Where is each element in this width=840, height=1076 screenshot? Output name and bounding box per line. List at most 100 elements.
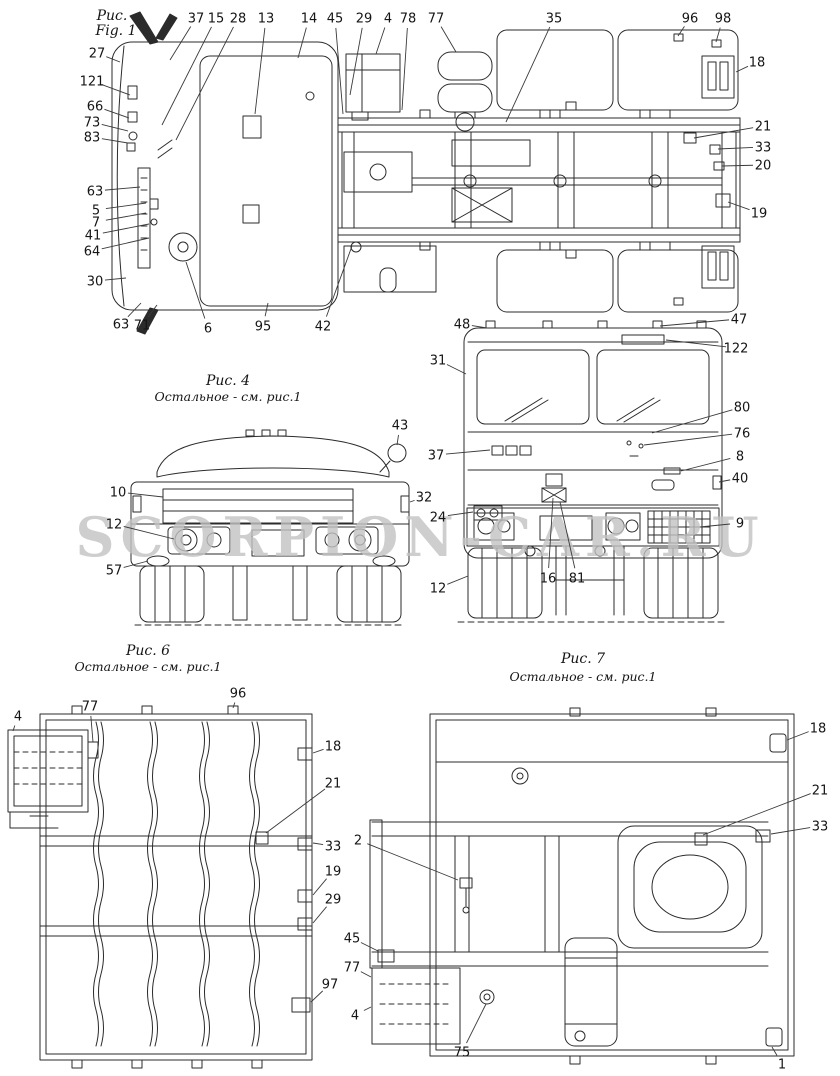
callout-leader-19-121: [101, 84, 131, 96]
emblem: [651, 479, 675, 491]
callout-34-43: 43: [392, 419, 409, 434]
callout-53-96: 96: [230, 687, 247, 702]
callout-leader-31-6: [185, 261, 206, 319]
callout-45-8: 8: [736, 450, 744, 465]
callout-leader-48-24: [447, 511, 474, 517]
callout-leader-18-27: [106, 56, 121, 63]
spare-wheel-carrier: [617, 825, 763, 949]
headlight: [348, 528, 372, 552]
callout-51-16: 16: [540, 572, 557, 587]
callout-3-13: 13: [258, 12, 275, 27]
callout-leader-12-98: [715, 27, 721, 43]
callout-69-75: 75: [454, 1046, 471, 1061]
callout-leader-9-77: [440, 26, 457, 53]
wipers: [504, 397, 661, 423]
callout-29-63: 63: [113, 318, 130, 333]
callout-14-21: 21: [755, 120, 772, 135]
cab-floor-outline: [111, 41, 339, 311]
callout-16-20: 20: [755, 159, 772, 174]
callout-leader-41-31: [446, 364, 467, 375]
callout-21-73: 73: [84, 116, 101, 131]
callout-1-15: 15: [208, 12, 225, 27]
callout-37-12: 12: [106, 518, 123, 533]
callout-leader-53-96: [232, 702, 236, 709]
fig6-subcaption: Остальное - см. рис.1: [75, 659, 222, 674]
callout-12-98: 98: [715, 12, 732, 27]
callout-leader-68-4: [363, 1006, 372, 1011]
callout-leader-61-97: [310, 990, 324, 1003]
callout-25-7: 7: [92, 216, 100, 231]
callout-leader-66-45: [360, 942, 379, 952]
callout-5-45: 45: [327, 12, 344, 27]
callout-6-29: 29: [356, 12, 373, 27]
callout-30-71: 71: [134, 319, 151, 334]
callout-leader-44-76: [643, 433, 733, 446]
fig4-front-view: [130, 429, 410, 626]
callout-60-29: 29: [325, 893, 342, 908]
callout-leader-1-15: [161, 26, 212, 126]
callout-leader-60-29: [312, 906, 327, 924]
callout-67-77: 77: [344, 961, 361, 976]
wheel: [643, 547, 719, 619]
callout-20-66: 66: [87, 100, 104, 115]
callout-leader-63-21: [702, 793, 811, 836]
callout-57-21: 21: [325, 777, 342, 792]
callout-15-33: 33: [755, 141, 772, 156]
callout-28-30: 30: [87, 275, 104, 290]
sun-visor: [156, 435, 390, 478]
callout-leader-64-33: [770, 827, 811, 835]
callout-leader-57-21: [265, 788, 326, 834]
callout-10-35: 35: [546, 12, 563, 27]
headlight: [174, 528, 198, 552]
callout-40-47: 47: [731, 313, 748, 328]
steering-wheel: [168, 232, 198, 262]
callout-leader-13-18: [735, 65, 749, 73]
callout-35-10: 10: [110, 486, 127, 501]
callout-leader-49-9: [699, 523, 731, 528]
fig1-chassis-top-view: [111, 11, 741, 335]
callout-17-19: 19: [751, 207, 768, 222]
mirror-bracket-icon: [129, 11, 159, 45]
callout-leader-11-96: [677, 26, 685, 37]
callout-leader-54-77: [90, 715, 94, 743]
fig7-caption: Рис. 7: [560, 651, 605, 667]
callout-leader-70-1: [771, 1046, 778, 1056]
callout-leader-39-48: [471, 325, 488, 329]
callout-48-24: 24: [430, 511, 447, 526]
platform-outline: [429, 713, 795, 1057]
callout-leader-29-63: [127, 302, 142, 318]
callout-leader-47-37: [445, 449, 491, 455]
callout-leader-4-14: [297, 27, 307, 59]
callout-leader-32-95: [264, 302, 269, 317]
callout-58-33: 33: [325, 840, 342, 855]
roof-sign-plate: [621, 334, 665, 345]
callout-leader-65-2: [367, 843, 459, 881]
callout-0-37: 37: [188, 12, 205, 27]
wheel: [139, 565, 205, 623]
callout-50-12: 12: [430, 582, 447, 597]
callout-leader-0-37: [169, 26, 192, 61]
windshield-right: [596, 349, 710, 425]
frame-rails: [371, 821, 769, 967]
callout-leader-58-33: [312, 842, 324, 845]
callout-leader-55-4: [12, 725, 16, 732]
callout-59-19: 19: [325, 865, 342, 880]
cab-front-view: [457, 320, 727, 623]
callout-leader-69-75: [466, 1003, 487, 1044]
callout-leader-14-21: [693, 127, 754, 139]
callout-27-64: 64: [84, 245, 101, 260]
callout-62-18: 18: [810, 722, 827, 737]
grille: [162, 488, 354, 524]
callout-24-5: 5: [92, 204, 100, 219]
callout-leader-3-13: [254, 27, 266, 115]
callout-70-1: 1: [778, 1058, 786, 1073]
callout-63-21: 21: [812, 784, 829, 799]
fig4-caption: Рис. 4: [205, 373, 250, 389]
fig1-caption-en: Fig. 1: [95, 23, 137, 39]
callout-leader-33-42: [325, 245, 353, 317]
callout-31-6: 6: [204, 322, 212, 337]
callout-61-97: 97: [322, 978, 339, 993]
callout-11-96: 96: [682, 12, 699, 27]
